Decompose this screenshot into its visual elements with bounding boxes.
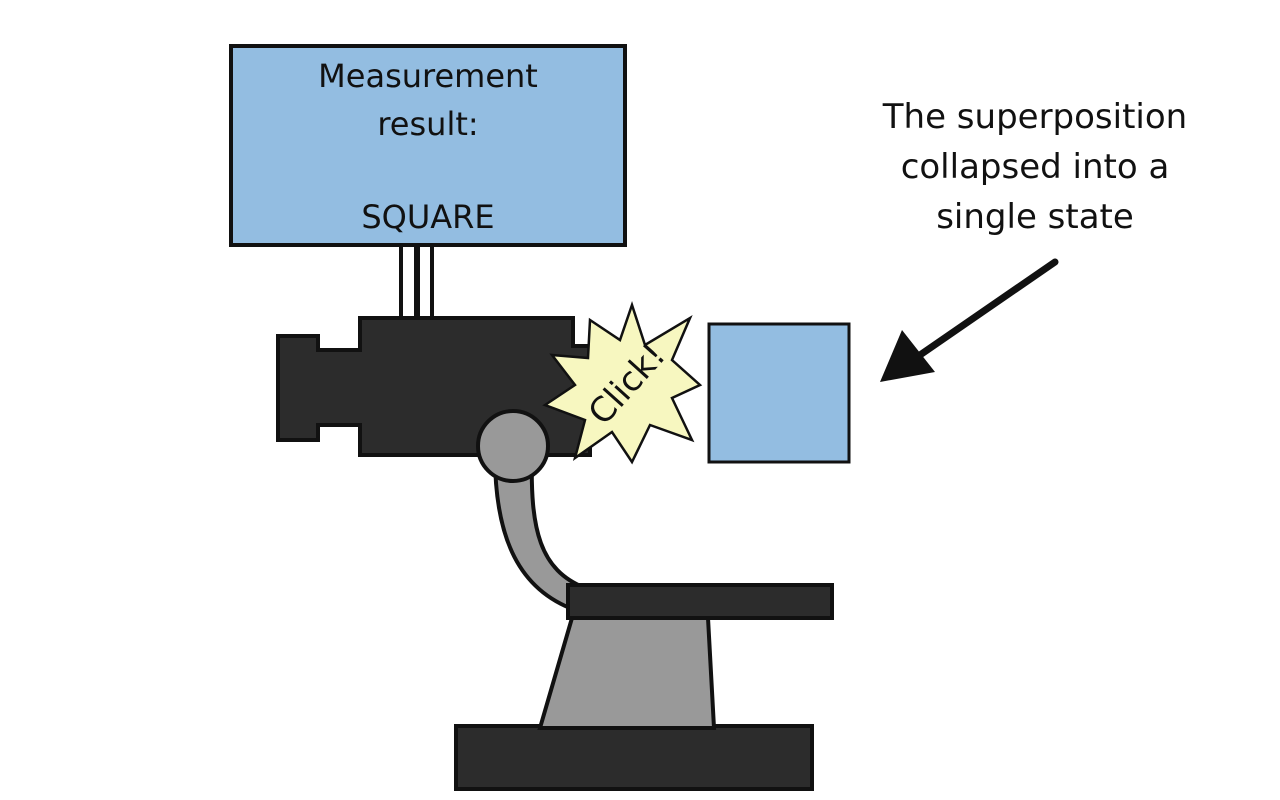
monitor-stem-right — [416, 241, 434, 323]
monitor: Measurement result: SQUARE — [229, 44, 627, 323]
monitor-label-line1: Measurement — [318, 57, 538, 95]
annotation-line2: collapsed into a — [901, 147, 1170, 187]
stage-platform — [566, 583, 834, 620]
monitor-screen — [229, 44, 627, 247]
monitor-label-line2: result: — [377, 105, 478, 143]
burst-shape — [542, 301, 703, 465]
annotation-line3: single state — [936, 197, 1134, 237]
annotation: The superposition collapsed into a singl… — [880, 97, 1187, 382]
monitor-stem-left — [399, 241, 418, 323]
stand — [454, 453, 834, 791]
arrow-shaft — [916, 258, 1059, 359]
stand-base — [454, 724, 814, 791]
click-burst: Click! — [542, 301, 703, 465]
arrow-head-icon — [880, 330, 935, 382]
measured-square — [707, 322, 851, 464]
measurement-result: SQUARE — [361, 198, 494, 236]
annotation-line1: The superposition — [882, 97, 1187, 137]
stand-joint — [476, 409, 550, 483]
stand-pillar — [537, 616, 717, 730]
